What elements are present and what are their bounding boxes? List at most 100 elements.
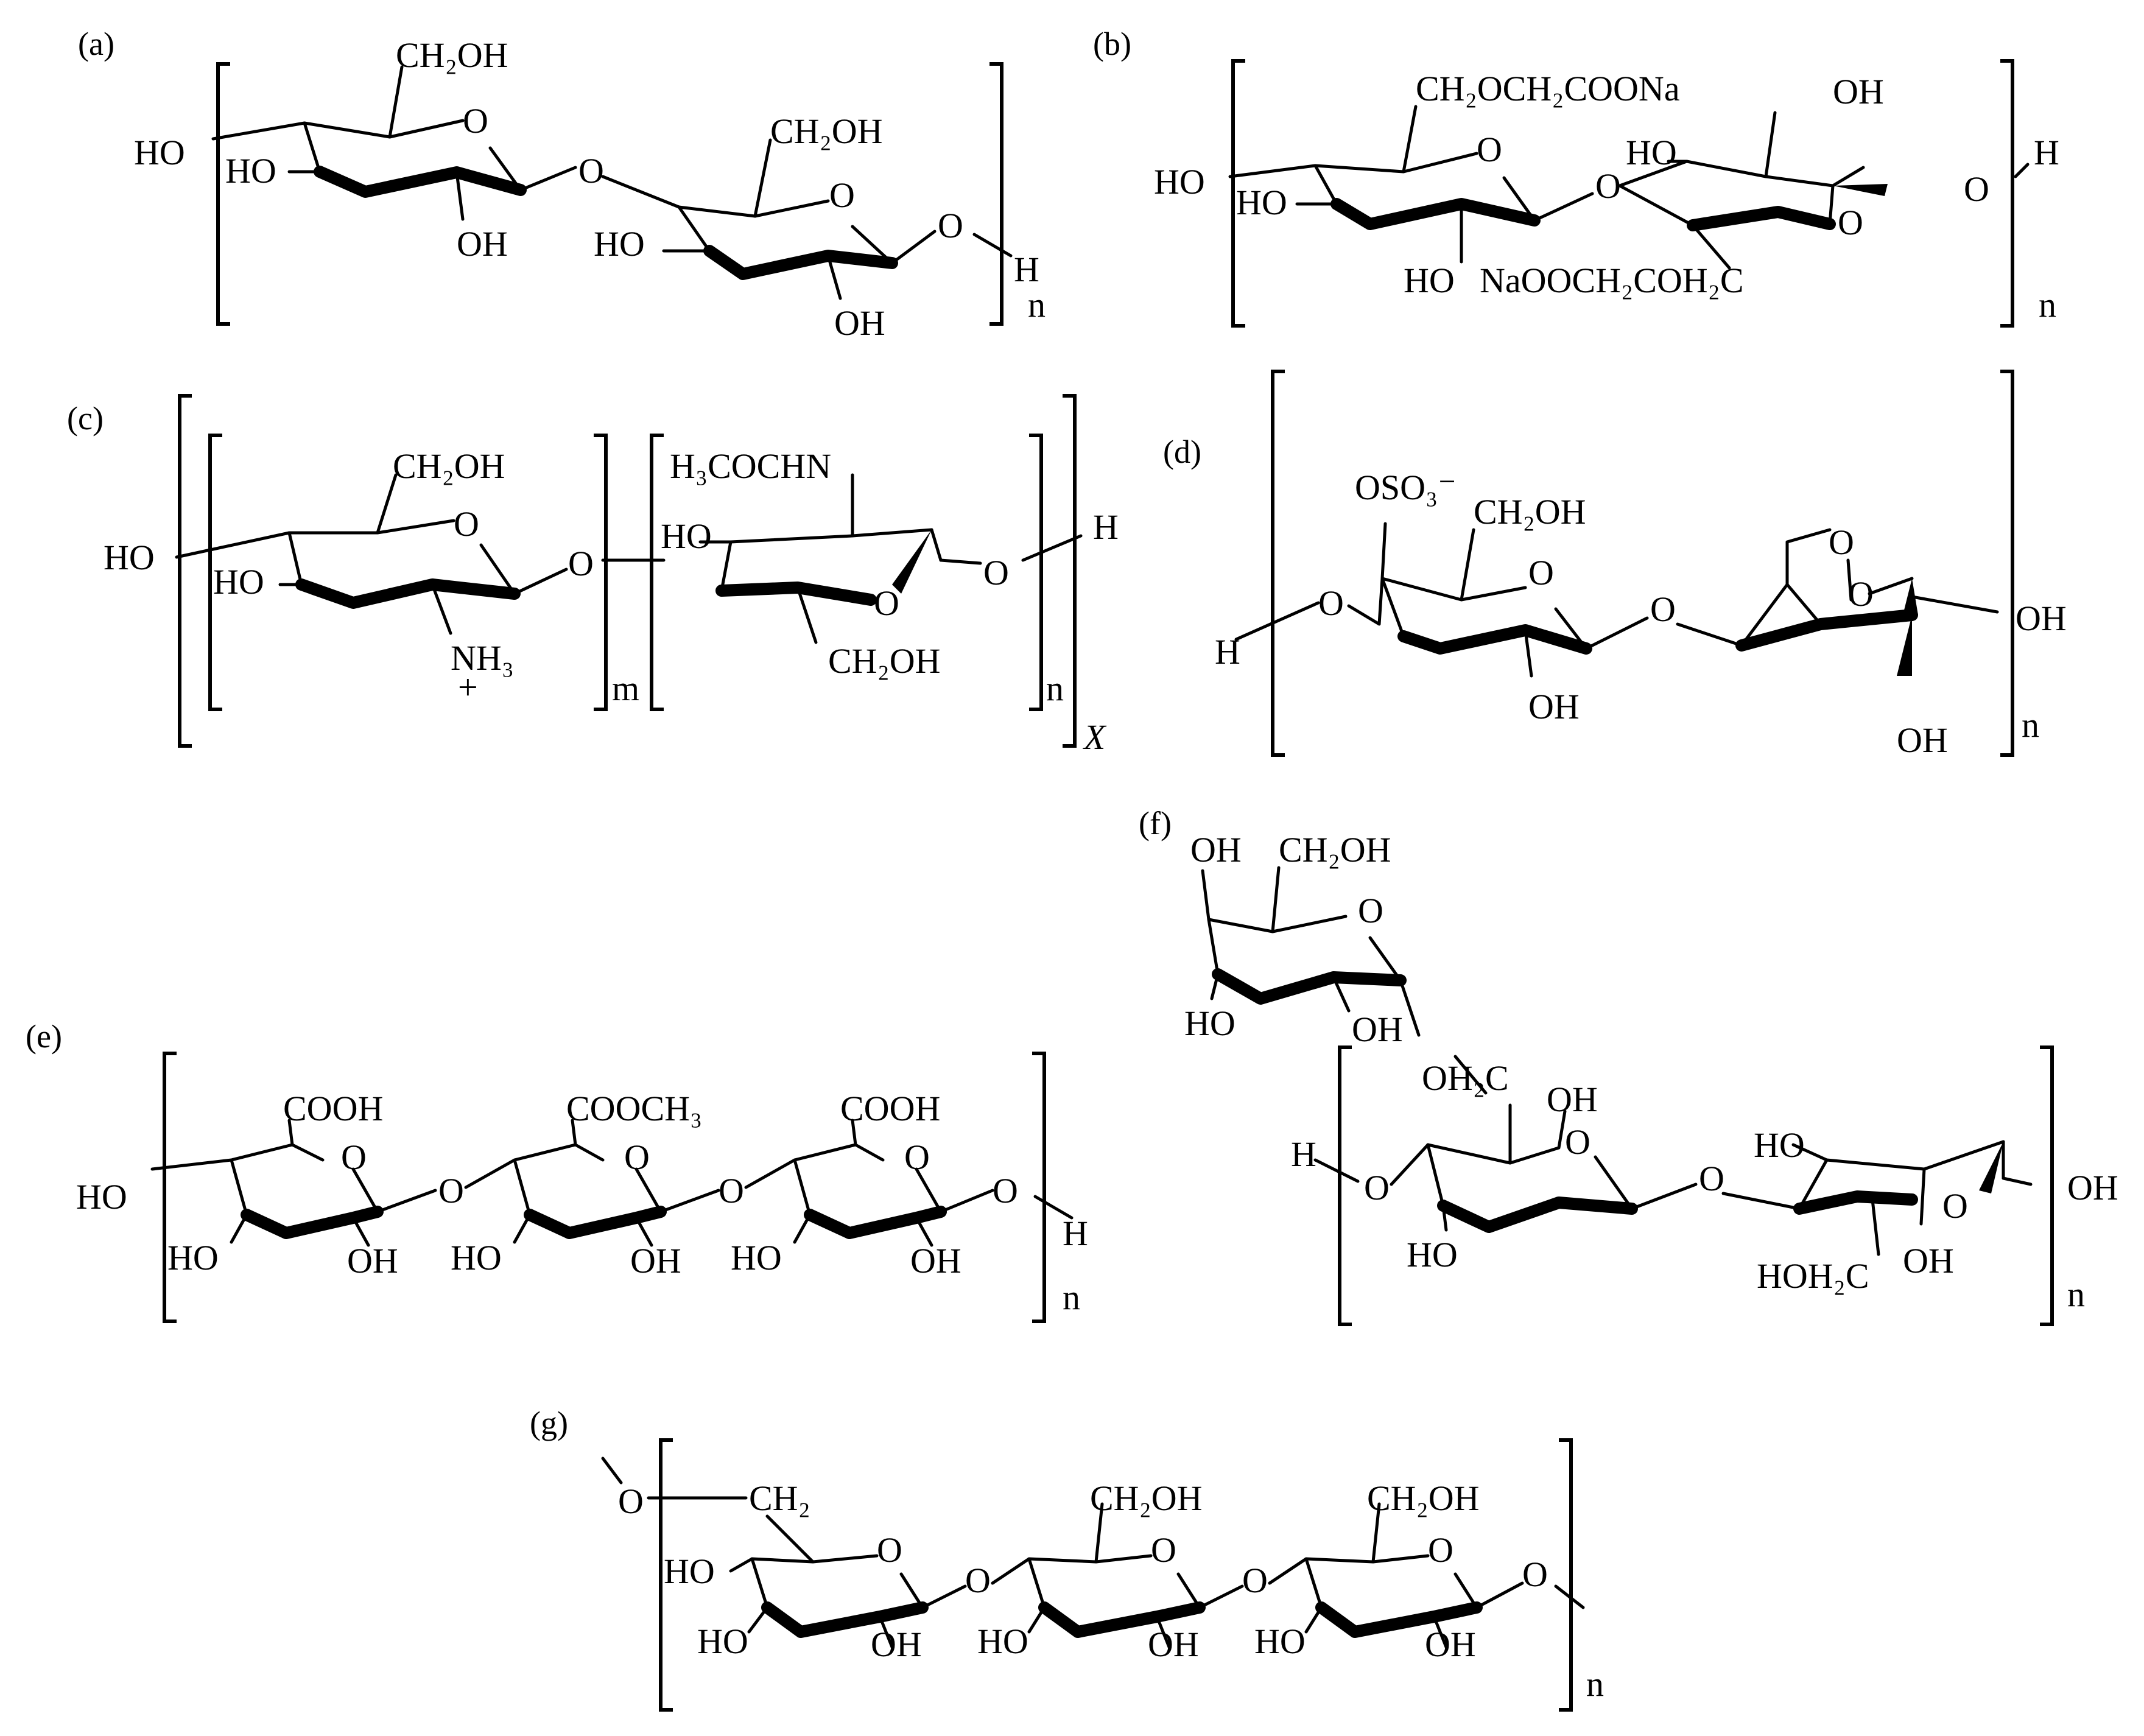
panel-d-oh-1: OH	[1528, 687, 1580, 726]
panel-f-main-ring-1	[1313, 1103, 1698, 1233]
panel-d-start-o: O	[1318, 583, 1344, 623]
panel-d-n: n	[2022, 705, 2039, 745]
panel-g-ring-o-1: O	[877, 1530, 902, 1570]
panel-f-ho-top: HO	[1184, 1003, 1235, 1043]
panel-c-ch2oh-2: CH₂OH	[828, 641, 941, 681]
panel-d-left-bracket	[1271, 370, 1285, 757]
panel-d-ring-o-1: O	[1528, 553, 1554, 592]
panel-c-link-o: O	[568, 544, 594, 583]
panel-e-label: (e)	[26, 1018, 62, 1055]
panel-c-x: X	[1083, 717, 1107, 757]
panel-g-ho-1: HO	[664, 1552, 715, 1591]
panel-d-ring-1	[1234, 522, 1649, 678]
panel-g-ho-3: HO	[977, 1622, 1028, 1661]
panel-a-cellulose: (a) n CH₂OH O HO HO OH O	[78, 26, 1046, 343]
panel-c-label: (c)	[67, 400, 104, 437]
panel-a-ch2oh-1: CH₂OH	[396, 35, 508, 75]
panel-e-ring-o-1: O	[341, 1137, 367, 1177]
panel-e-ring-2	[464, 1119, 720, 1247]
panel-f-start-o: O	[1364, 1168, 1390, 1207]
panel-g-oh-2: OH	[1148, 1625, 1199, 1664]
panel-b-ho-1: HO	[1236, 183, 1287, 222]
panel-e-left-bracket	[163, 1052, 177, 1323]
panel-e-ho-1: HO	[167, 1238, 219, 1277]
panel-a-ho-2: HO	[594, 224, 645, 264]
panel-b-sub-top: CH₂OCH₂COONa	[1416, 69, 1680, 108]
panel-a-label: (a)	[78, 26, 114, 62]
panel-f-ch2oh-top: CH₂OH	[1279, 830, 1391, 870]
panel-b-ho-bottom: HO	[1404, 261, 1455, 300]
panel-b-ring-2	[1618, 111, 2030, 270]
panel-e-oh-3: OH	[910, 1241, 961, 1281]
panel-a-n: n	[1028, 285, 1046, 325]
panel-a-left-bracket	[216, 62, 230, 326]
panel-c-ho-2: HO	[661, 516, 712, 556]
panel-f-galactomannan: (f) n OH CH₂OH O HO OH OH₂C H O	[1139, 805, 2118, 1326]
panel-d-ring-2	[1676, 528, 1999, 676]
panel-e-ring-o-2: O	[624, 1137, 650, 1177]
panel-g-ring-2	[991, 1502, 1244, 1649]
panel-a-oh-2: OH	[834, 303, 885, 343]
panel-c-plus: +	[458, 667, 478, 707]
panel-a-ring-2	[601, 138, 1013, 300]
panel-b-link-o: O	[1595, 166, 1621, 206]
panel-g-start-bond	[601, 1457, 623, 1485]
panel-a-end-o: O	[938, 206, 963, 245]
panel-b-ho-left: HO	[1154, 162, 1205, 202]
panel-e-ho-2: HO	[451, 1238, 502, 1277]
panel-g-label: (g)	[530, 1405, 568, 1441]
panel-e-cooh-1: COOH	[283, 1089, 383, 1128]
panel-f-hoh2c: HOH₂C	[1757, 1256, 1869, 1296]
panel-g-oh-3: OH	[1425, 1625, 1476, 1664]
panel-d-ring-o-2: O	[1848, 574, 1874, 614]
panel-e-end-o: O	[993, 1171, 1018, 1211]
panel-e-ring-1	[150, 1119, 437, 1247]
panel-e-cooch3: COOCH₃	[566, 1089, 702, 1128]
panel-d-oh-right: OH	[2016, 599, 2067, 638]
panel-e-end-h: H	[1063, 1214, 1088, 1253]
panel-d-ch2oh: CH₂OH	[1474, 492, 1586, 532]
panel-c-ho-left: HO	[104, 538, 155, 577]
panel-b-sub-bottom: NaOOCH₂COH₂C	[1480, 261, 1744, 300]
panel-c-ring-o-1: O	[454, 504, 479, 544]
panel-f-left-bracket	[1338, 1045, 1352, 1326]
panel-g-oh-1: OH	[871, 1625, 922, 1664]
panel-c-nhac: H₃COCHN	[670, 446, 831, 486]
panel-f-ring-o-1: O	[1565, 1122, 1590, 1162]
panel-f-n: n	[2067, 1274, 2085, 1314]
panel-b-oh-top: OH	[1833, 72, 1884, 111]
panel-b-ring-1	[1228, 105, 1594, 264]
panel-e-ring-3	[744, 1119, 1074, 1247]
panel-c-ring-o-2: O	[874, 583, 899, 623]
panel-c-nh3: NH₃	[451, 638, 514, 678]
panel-b-ring-o-2: O	[1838, 203, 1863, 242]
panel-b-label: (b)	[1093, 26, 1131, 62]
panel-a-ring-1	[211, 65, 577, 221]
panel-a-ch2oh-2: CH₂OH	[770, 111, 883, 151]
panel-b-end-h: H	[2034, 133, 2059, 172]
panel-d-bridge-o: O	[1829, 522, 1854, 562]
panel-a-ho-left: HO	[134, 133, 185, 172]
panel-b-right-bracket	[2000, 59, 2014, 328]
panel-a-ho-1: HO	[225, 151, 276, 191]
panel-a-right-bracket	[989, 62, 1003, 326]
panel-c-m: m	[612, 669, 639, 708]
panel-c-m-right-bracket	[594, 434, 608, 711]
panel-g-left-bracket	[659, 1438, 673, 1712]
panel-g-ch2: CH₂	[749, 1478, 810, 1518]
panel-c-end-h: H	[1093, 507, 1119, 547]
panel-f-oh-mid: OH	[1547, 1080, 1598, 1119]
panel-f-oh2c: OH₂C	[1422, 1058, 1509, 1098]
panel-c-outer-left-bracket	[178, 394, 192, 748]
panel-c-m-left-bracket	[208, 434, 222, 711]
panel-b-carboxymethyl-cellulose: (b) n CH₂OCH₂COONa O HO HO HO NaOOCH₂COH…	[1093, 26, 2059, 328]
panel-f-oh-top: OH	[1190, 830, 1242, 870]
panel-g-ho-4: HO	[1254, 1622, 1306, 1661]
panel-g-n: n	[1586, 1664, 1604, 1704]
panel-c-chitosan: (c) m n X CH₂OH O HO HO NH₃ + O	[67, 394, 1119, 757]
panel-a-oh-1: OH	[457, 224, 508, 264]
panel-c-n-right-bracket	[1029, 434, 1043, 711]
panel-c-n: n	[1046, 669, 1064, 708]
panel-f-right-bracket	[2040, 1045, 2054, 1326]
